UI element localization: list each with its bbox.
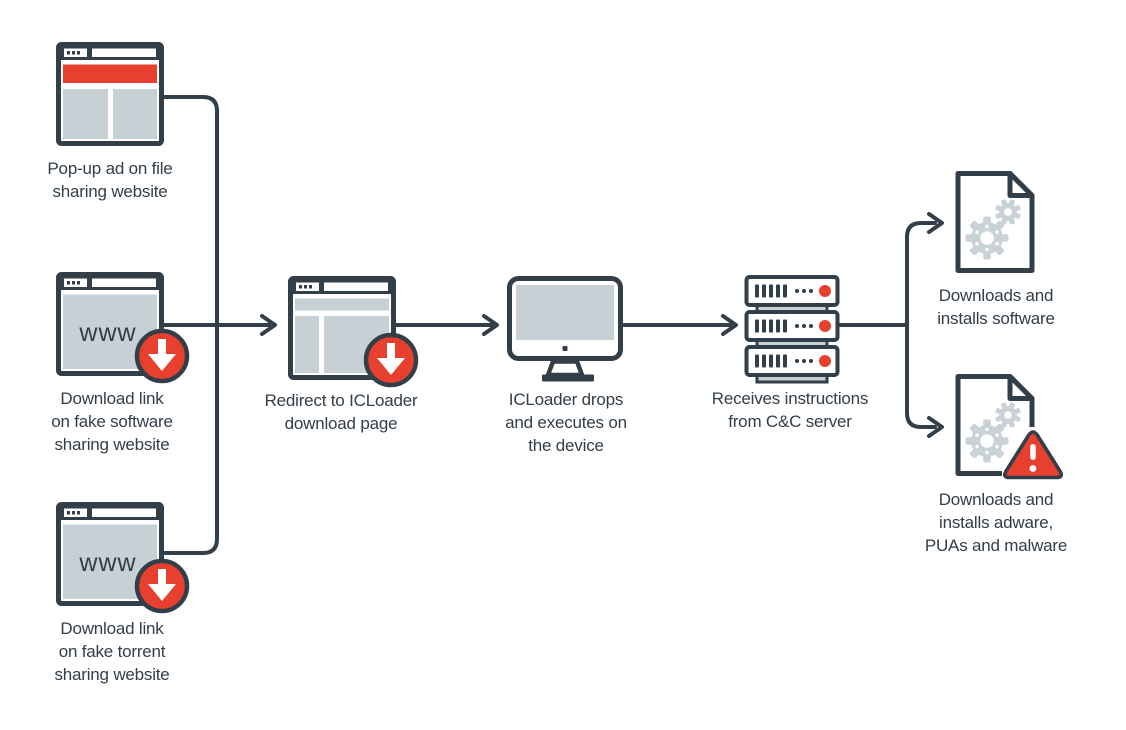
browser-address-bar xyxy=(92,48,156,57)
node-label-device: ICLoader drops and executes on the devic… xyxy=(505,390,627,455)
monitor-screen xyxy=(516,285,614,340)
monitor-icon xyxy=(507,276,623,382)
node-label-fake-torrent-site: Download link on fake torrent sharing we… xyxy=(54,619,170,684)
arrowhead-to-malware-doc xyxy=(927,416,944,438)
download-arrow-icon xyxy=(148,569,176,601)
browser-tab-box xyxy=(296,282,319,291)
gear-large-icon xyxy=(965,419,1009,463)
exclamation-bar xyxy=(1030,444,1036,460)
download-badge-icon xyxy=(132,326,192,386)
server-status-light xyxy=(819,355,831,367)
monitor-stand xyxy=(545,359,585,378)
browser-address-bar xyxy=(92,278,156,287)
connector-split-down xyxy=(905,323,937,429)
arrowhead-to-server xyxy=(721,314,738,336)
monitor-chin-dot xyxy=(562,346,568,351)
node-icloader-page xyxy=(288,276,419,388)
page-panel-left xyxy=(295,316,319,373)
server-status-light xyxy=(819,285,831,297)
node-label-cc-server: Receives instructions from C&C server xyxy=(711,389,869,431)
download-arrow-icon xyxy=(377,343,405,375)
download-badge-icon xyxy=(361,330,421,390)
gear-small-icon xyxy=(995,402,1021,428)
node-installs-software xyxy=(954,170,1036,274)
server-status-light xyxy=(819,320,831,332)
connector-split-up xyxy=(905,221,937,327)
node-label-icloader-page: Redirect to ICLoader download page xyxy=(264,391,418,433)
server-unit xyxy=(744,275,840,307)
browser-tab-box xyxy=(64,508,87,517)
node-device xyxy=(507,276,623,384)
browser-www-text: www xyxy=(79,319,137,347)
arrowhead-to-redirect xyxy=(260,314,277,336)
node-popup-ad xyxy=(56,42,164,146)
document-gears-icon xyxy=(955,171,1035,273)
browser-tab-box xyxy=(64,48,87,57)
download-arrow-icon xyxy=(148,339,176,371)
popup-ad-banner xyxy=(63,64,157,83)
page-panel-right xyxy=(113,89,157,139)
browser-address-bar xyxy=(324,282,388,291)
server-unit xyxy=(744,345,840,377)
browser-download-icon xyxy=(56,502,164,606)
browser-download-icon xyxy=(288,276,396,380)
node-label-fake-software-site: Download link on fake software sharing w… xyxy=(51,389,173,454)
node-label-installs-software: Downloads and installs software xyxy=(937,286,1055,328)
arrowhead-to-software-doc xyxy=(927,212,944,234)
warning-triangle-icon xyxy=(1002,427,1064,483)
document-fold-corner xyxy=(1007,374,1035,401)
browser-tab-box xyxy=(64,278,87,287)
browser-www-text: www xyxy=(79,549,137,577)
download-badge-icon xyxy=(132,556,192,616)
page-strip xyxy=(295,298,389,311)
server-unit xyxy=(744,310,840,342)
node-fake-torrent-site: www xyxy=(56,502,190,614)
browser-address-bar xyxy=(92,508,156,517)
server-stack-icon xyxy=(744,275,840,384)
node-label-installs-malware: Downloads and installs adware, PUAs and … xyxy=(924,490,1068,555)
node-fake-software-site: www xyxy=(56,272,190,384)
node-label-popup-ad: Pop-up ad on file sharing website xyxy=(47,159,173,201)
gear-small-icon xyxy=(995,199,1021,225)
document-fold-corner xyxy=(1007,171,1035,198)
node-cc-server xyxy=(744,275,840,385)
exclamation-dot xyxy=(1029,465,1037,472)
browser-popup-ad-icon xyxy=(56,42,164,146)
monitor-base xyxy=(542,374,594,382)
gear-large-icon xyxy=(965,216,1009,260)
arrowhead-to-device xyxy=(482,314,499,336)
page-panel-left xyxy=(63,89,108,139)
